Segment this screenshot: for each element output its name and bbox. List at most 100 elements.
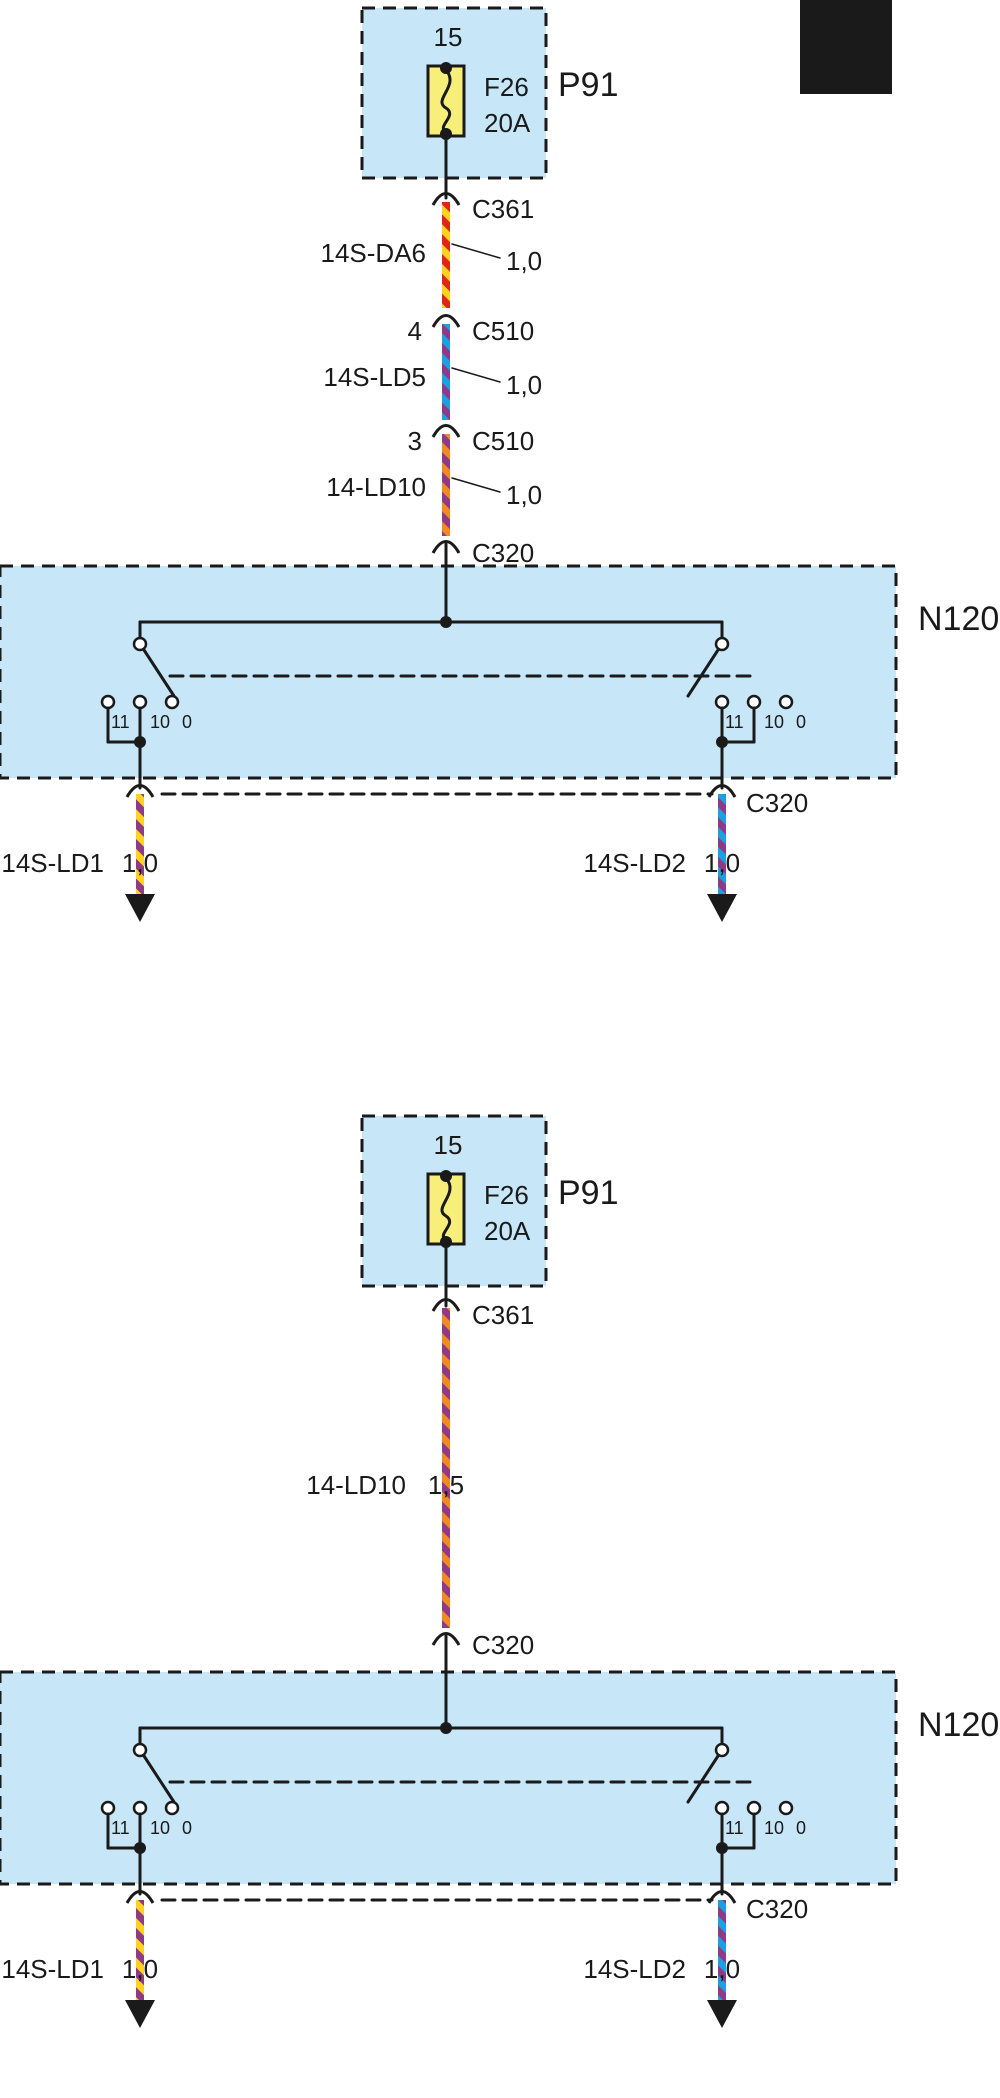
- wire-14s-ld1: [136, 794, 144, 894]
- connector-icon: [431, 540, 461, 554]
- wire-14s-da6: [442, 202, 450, 308]
- fuse-top-terminal: [440, 62, 452, 74]
- switch-contact: [714, 694, 730, 710]
- switch-contact: [100, 1800, 116, 1816]
- switch-contact: [714, 1800, 730, 1816]
- fuse-terminal-label: 15: [434, 1130, 463, 1160]
- wire-code-label: 14-LD10: [306, 1470, 406, 1500]
- switch-contact: [164, 1800, 180, 1816]
- fuse-icon: [426, 1172, 466, 1246]
- connector-icon: [431, 1298, 461, 1312]
- connector-icon: [431, 192, 461, 206]
- module-out-connector-label: C320: [746, 1894, 808, 1924]
- switch-pivot: [132, 636, 148, 652]
- fuse-id-label: F26: [484, 72, 529, 102]
- output-code-label: 14S-LD1: [1, 848, 104, 878]
- module-in-connector-label: C320: [472, 538, 534, 568]
- module-name-label: N120: [918, 1706, 999, 1744]
- connector-icon: [431, 1632, 461, 1646]
- switch-contact: [746, 694, 762, 710]
- output-size-label: 1,0: [704, 1954, 740, 1984]
- wire-code-label: 14-LD10: [326, 472, 426, 502]
- connector-pin-label: 3: [408, 426, 422, 456]
- switch-position-label: 0: [796, 712, 806, 732]
- wire-14s-ld2: [718, 794, 726, 894]
- output-code-label: 14S-LD2: [583, 848, 686, 878]
- fuse-rating-label: 20A: [484, 1216, 531, 1246]
- wire-code-label: 14S-LD5: [323, 362, 426, 392]
- wire-leader-line: [451, 477, 501, 493]
- switch-position-label: 0: [182, 1818, 192, 1838]
- wire-leader-line: [451, 367, 501, 383]
- connector-label: C510: [472, 316, 534, 346]
- connector-icon: [431, 424, 461, 438]
- switch-contact: [132, 694, 148, 710]
- output-code-label: 14S-LD2: [583, 1954, 686, 1984]
- module-in-connector-label: C320: [472, 1630, 534, 1660]
- arrow-down-icon: [707, 2000, 737, 2028]
- switch-contact: [778, 694, 794, 710]
- connector-icon: [125, 784, 155, 798]
- wire-14s-ld1: [136, 1900, 144, 2000]
- module-name-label: N120: [918, 600, 999, 638]
- fuse-terminal-label: 15: [434, 22, 463, 52]
- fuse-icon: [426, 64, 466, 138]
- wire-size-label: 1,5: [428, 1470, 464, 1500]
- wire-14s-ld5: [442, 324, 450, 420]
- switch-contact: [100, 694, 116, 710]
- wire-leader-line: [451, 243, 501, 259]
- switch-contact: [164, 694, 180, 710]
- page-code: 8n: [813, 17, 878, 80]
- connector-icon: [125, 1890, 155, 1904]
- wire-size-label: 1,0: [506, 480, 542, 510]
- switch-position-label: 0: [796, 1818, 806, 1838]
- switch-module: [0, 564, 898, 780]
- connector-label: C361: [472, 1300, 534, 1330]
- page-badge: [800, 0, 892, 94]
- output-size-label: 1,0: [704, 848, 740, 878]
- fuse-box-module-label: P91: [558, 1174, 619, 1212]
- switch-icon: [142, 1754, 176, 1804]
- wire-14-ld10: [442, 1308, 450, 1628]
- output-code-label: 14S-LD1: [1, 1954, 104, 1984]
- fuse-top-terminal: [440, 1170, 452, 1182]
- connector-label: C361: [472, 194, 534, 224]
- output-size-label: 1,0: [122, 1954, 158, 1984]
- wire-size-label: 1,0: [506, 370, 542, 400]
- fuse-rating-label: 20A: [484, 108, 531, 138]
- switch-pivot: [714, 636, 730, 652]
- connector-label: C510: [472, 426, 534, 456]
- switch-position-label: 11: [725, 1818, 744, 1838]
- connector-icon: [431, 314, 461, 328]
- switch-icon: [142, 648, 176, 698]
- switch-pivot: [132, 1742, 148, 1758]
- wire-14s-ld2: [718, 1900, 726, 2000]
- output-size-label: 1,0: [122, 848, 158, 878]
- switch-contact: [778, 1800, 794, 1816]
- connector-pin-label: 4: [408, 316, 422, 346]
- switch-contact: [746, 1800, 762, 1816]
- wire-size-label: 1,0: [506, 246, 542, 276]
- switch-position-label: 11: [111, 1818, 130, 1838]
- wire-14-ld10: [442, 434, 450, 536]
- switch-module: [0, 1670, 898, 1886]
- fuse-id-label: F26: [484, 1180, 529, 1210]
- switch-position-label: 0: [182, 712, 192, 732]
- switch-position-label: 11: [111, 712, 130, 732]
- arrow-down-icon: [125, 2000, 155, 2028]
- fuse-box-module-label: P91: [558, 66, 619, 104]
- switch-pivot: [714, 1742, 730, 1758]
- module-out-connector-label: C320: [746, 788, 808, 818]
- wire-code-label: 14S-DA6: [321, 238, 427, 268]
- connector-icon: [707, 1890, 737, 1904]
- fuse-element: [440, 69, 452, 134]
- fuse-element: [440, 1177, 452, 1242]
- switch-position-label: 10: [764, 712, 784, 732]
- arrow-down-icon: [707, 894, 737, 922]
- switch-icon: [686, 1754, 720, 1804]
- arrow-down-icon: [125, 894, 155, 922]
- switch-contact: [132, 1800, 148, 1816]
- switch-position-label: 10: [764, 1818, 784, 1838]
